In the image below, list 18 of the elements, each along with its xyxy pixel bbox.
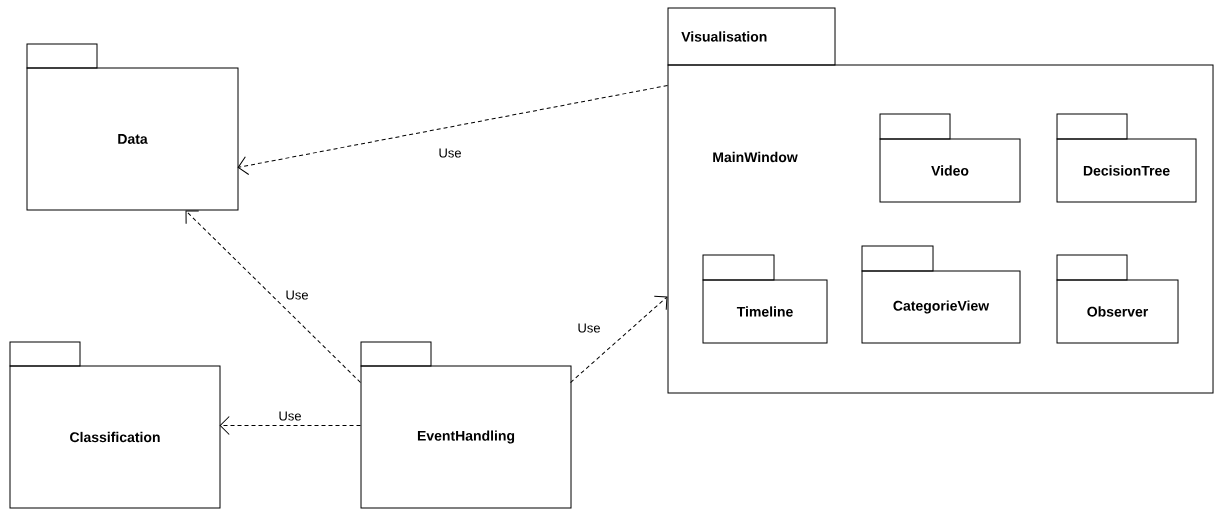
edge-label: Use: [284, 289, 310, 301]
dependency-arrow: [219, 416, 361, 435]
package: DecisionTree: [1056, 113, 1197, 203]
package: Observer: [1056, 254, 1179, 344]
node-label: Visualisation: [681, 31, 767, 42]
package: Video: [879, 113, 1021, 203]
package-label: MainWindow: [713, 151, 798, 163]
package: CategorieView: [861, 245, 1021, 344]
dependency-arrow: [237, 85, 668, 176]
package: Data: [26, 43, 239, 211]
dependency-arrow: [185, 210, 361, 383]
package: Classification: [9, 341, 221, 509]
package: Timeline: [702, 254, 828, 344]
edge-label: Use: [277, 410, 303, 422]
edge-label: Use: [437, 147, 463, 159]
package: EventHandling: [360, 341, 572, 509]
dependency-arrow: [570, 295, 668, 383]
edge-label: Use: [576, 322, 602, 334]
